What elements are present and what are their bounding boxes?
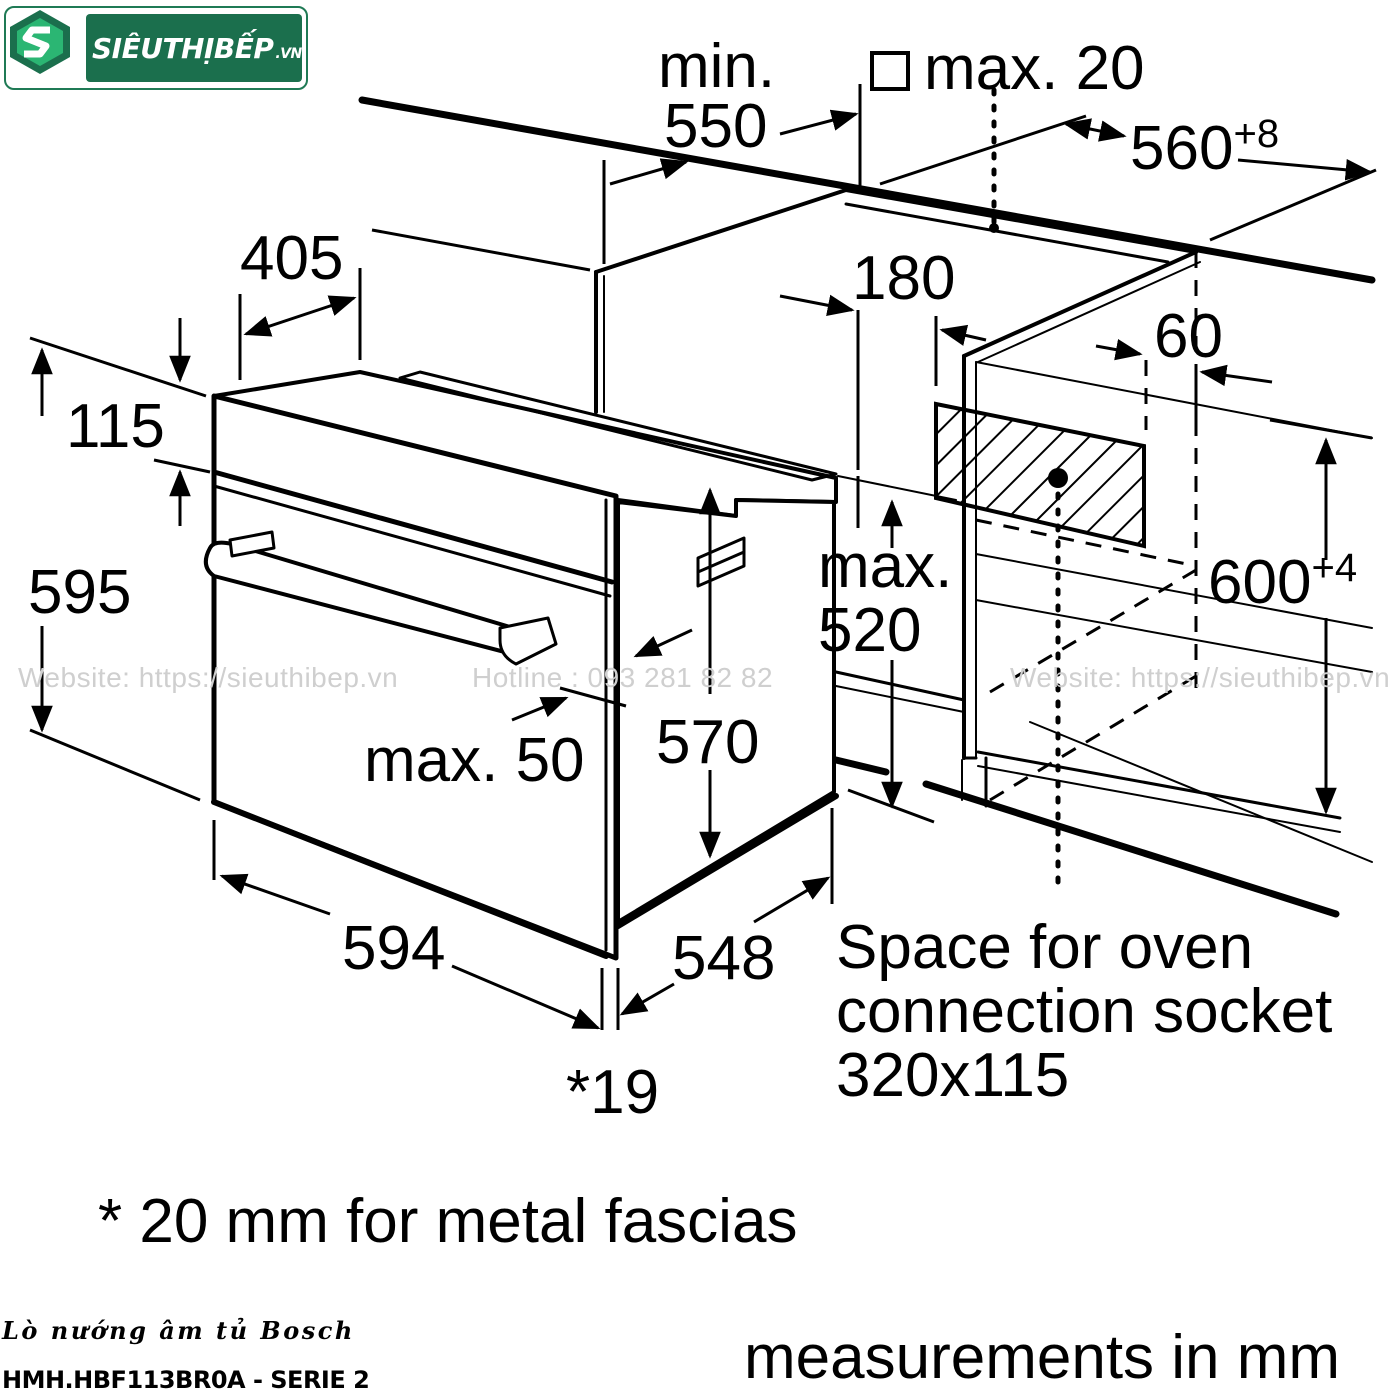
brand-mark-icon — [10, 10, 70, 74]
label-niche-width: 560+8 — [1130, 114, 1279, 180]
label-595: 595 — [28, 558, 132, 627]
label-max-50: max. 50 — [364, 726, 585, 795]
square-icon — [870, 51, 910, 91]
oven-body — [203, 370, 839, 961]
label-max: max. — [818, 532, 953, 601]
label-max-520: 520 — [818, 596, 922, 665]
label-niche-height-value: 600 — [1208, 548, 1312, 617]
label-min-550: 550 — [664, 92, 768, 161]
socket-note-line3: 320x115 — [836, 1041, 1070, 1110]
watermark-hotline: Hotline : 093 281 82 82 — [472, 662, 774, 693]
label-niche-height: 600+4 — [1208, 548, 1357, 614]
label-niche-height-tol: +4 — [1311, 546, 1358, 590]
label-180: 180 — [852, 244, 956, 313]
label-niche-width-tol: +8 — [1233, 112, 1280, 156]
socket-area — [934, 87, 1146, 895]
label-gap-max-20: max. 20 — [870, 38, 1145, 100]
brand-bar — [86, 14, 302, 82]
footnote: * 20 mm for metal fascias — [98, 1187, 798, 1256]
brand-tld: .VN — [275, 46, 302, 62]
dimension-lines — [29, 84, 1377, 1030]
label-405: 405 — [240, 224, 344, 293]
hidden-edges — [975, 252, 1198, 802]
socket-note-line1: Space for oven — [836, 913, 1254, 982]
watermark-website-right: Website: https://sieuthibep.vn — [1010, 662, 1391, 693]
watermark-website-left: Website: https://sieuthibep.vn — [18, 662, 399, 693]
label-115: 115 — [66, 392, 165, 461]
brand-name: SIÊUTHỊBẾP.VN — [92, 32, 302, 65]
label-min: min. — [658, 32, 776, 101]
units-note: measurements in mm — [744, 1323, 1341, 1392]
cabinet-niche — [358, 96, 1376, 918]
label-niche-width-value: 560 — [1130, 114, 1234, 183]
socket-note-line2: connection socket — [836, 977, 1333, 1046]
label-548: 548 — [672, 924, 776, 993]
product-caption: Lò nướng âm tủ Bosch — [2, 1316, 355, 1345]
brand-logo: SIÊUTHỊBẾP.VN — [4, 6, 308, 90]
label-60: 60 — [1154, 302, 1223, 371]
label-594: 594 — [342, 914, 446, 983]
label-19: *19 — [566, 1058, 660, 1127]
label-gap-text: max. 20 — [924, 34, 1145, 103]
socket-note: Space for oven connection socket 320x115 — [836, 916, 1332, 1108]
product-model: HMH.HBF113BR0A - SERIE 2 — [2, 1366, 370, 1394]
label-570: 570 — [656, 708, 760, 777]
